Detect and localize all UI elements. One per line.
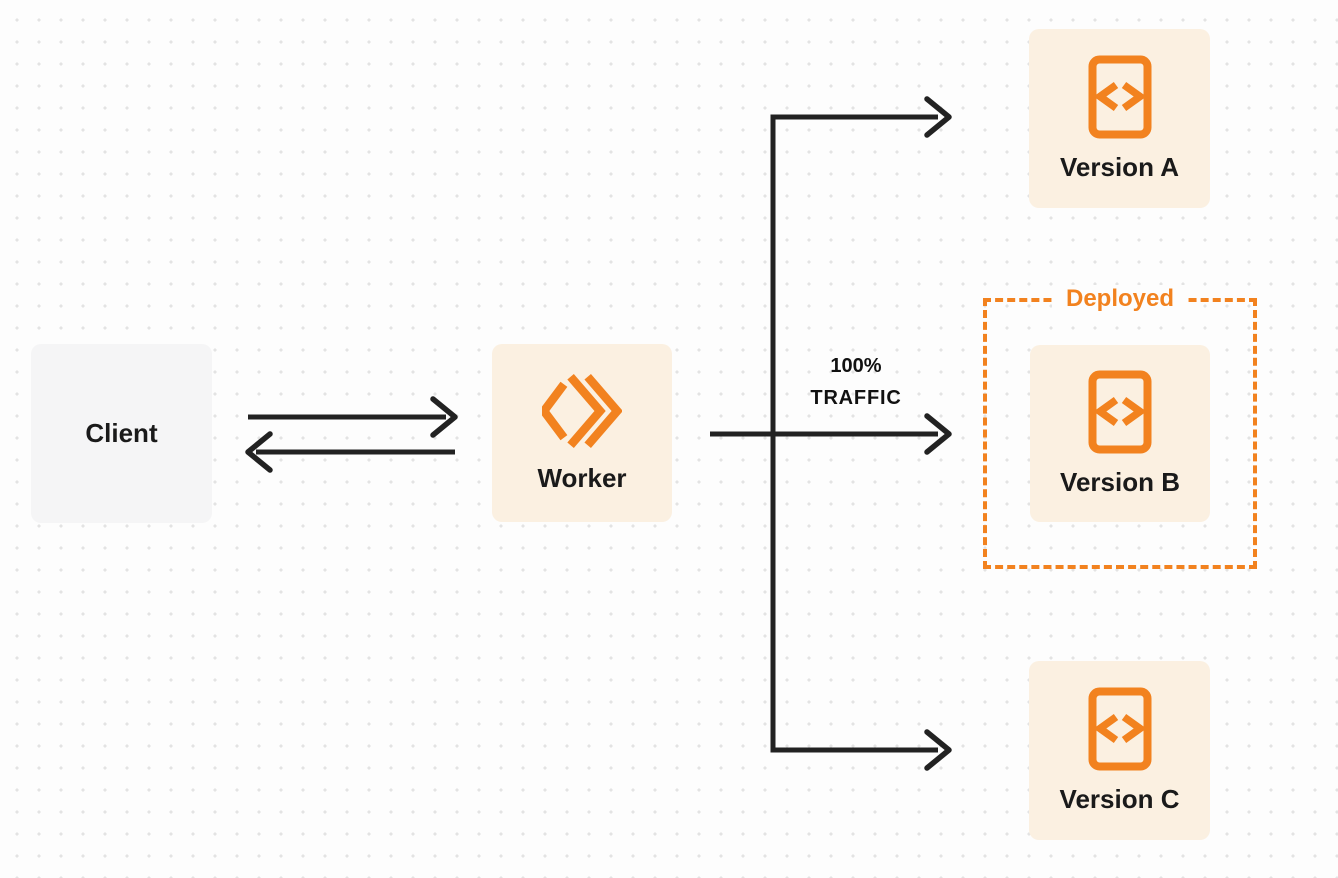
worker-node: Worker [492,344,672,522]
arrowhead-right-icon [430,396,458,438]
branch-to-version-c-arrow [773,729,952,771]
arrowhead-right-icon [924,96,952,138]
deployed-group-outline: Deployed [983,285,1257,569]
version-a-label: Version A [1060,151,1179,182]
version-c-node: Version C [1029,661,1210,840]
deployed-label: Deployed [1051,285,1189,313]
worker-label: Worker [537,463,627,493]
code-file-icon [1088,55,1151,138]
version-b-node: Version B [1030,345,1210,522]
version-b-label: Version B [1060,466,1180,497]
client-node: Client [31,344,212,523]
client-to-worker-arrow [248,396,458,438]
traffic-word: TRAFFIC [810,387,902,409]
branch-to-version-a-arrow [773,96,952,138]
traffic-label: 100% TRAFFIC [788,350,924,414]
version-a-node: Version A [1029,29,1210,208]
code-file-icon [1088,370,1152,453]
traffic-percent: 100% [830,355,882,377]
arrowhead-right-icon [924,413,952,455]
workers-logo-icon [542,373,622,449]
client-label: Client [85,418,158,448]
branch-to-version-b-arrow [710,413,952,455]
code-file-icon [1088,687,1151,770]
version-c-label: Version C [1059,783,1180,814]
worker-to-client-arrow [245,431,455,473]
arrowhead-right-icon [924,729,952,771]
arrowhead-left-icon [245,431,273,473]
